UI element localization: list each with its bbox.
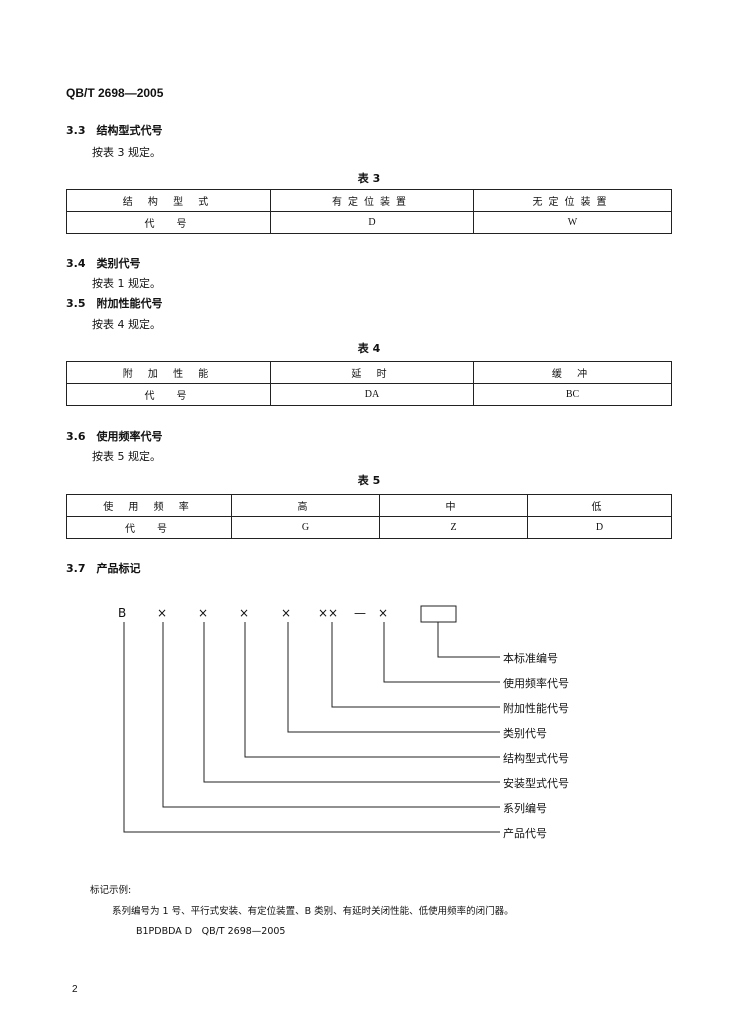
section-3-4-text: 按表 1 规定。 bbox=[92, 277, 161, 290]
mark-label-standard: 本标准编号 bbox=[503, 652, 558, 665]
section-3-4-title: 3.4 类别代号 bbox=[66, 257, 141, 270]
table-5: 使 用 频 率 高 中 低 代 号 G Z D bbox=[66, 494, 672, 539]
example-title: 标记示例: bbox=[90, 885, 132, 896]
table-3: 结 构 型 式 有定位装置 无定位装置 代 号 D W bbox=[66, 189, 672, 234]
mark-symbol-3: × bbox=[239, 606, 250, 620]
section-3-5-title: 3.5 附加性能代号 bbox=[66, 297, 163, 310]
table-5-row-3: D bbox=[527, 516, 672, 539]
table-5-row-0: 代 号 bbox=[66, 516, 232, 539]
page-number: 2 bbox=[72, 984, 78, 995]
mark-symbol-2: × bbox=[198, 606, 209, 620]
table-3-caption: 表 3 bbox=[357, 172, 381, 185]
mark-dash: — bbox=[354, 606, 366, 620]
table-4: 附 加 性 能 延 时 缓 冲 代 号 DA BC bbox=[66, 361, 672, 406]
section-3-3-text: 按表 3 规定。 bbox=[92, 146, 161, 159]
table-4-row-2: BC bbox=[473, 383, 672, 406]
standard-number: QB/T 2698—2005 bbox=[66, 86, 164, 100]
mark-label-frequency: 使用频率代号 bbox=[503, 677, 569, 690]
table-4-caption: 表 4 bbox=[357, 342, 381, 355]
section-3-7-title: 3.7 产品标记 bbox=[66, 562, 141, 575]
table-3-row-2: W bbox=[473, 211, 672, 234]
mark-symbol-6: × bbox=[378, 606, 389, 620]
example-code: B1PDBDA D QB/T 2698—2005 bbox=[136, 926, 286, 937]
table-3-row-1: D bbox=[270, 211, 474, 234]
mark-symbol-5: ×× bbox=[318, 606, 339, 620]
example-text: 系列编号为 1 号、平行式安装、有定位装置、B 类别、有延时关闭性能、低使用频率… bbox=[112, 906, 514, 917]
section-3-3-title: 3.3 结构型式代号 bbox=[66, 124, 163, 137]
section-3-6-text: 按表 5 规定。 bbox=[92, 450, 161, 463]
table-3-row-0: 代 号 bbox=[66, 211, 271, 234]
mark-symbol-4: × bbox=[281, 606, 292, 620]
section-3-6-title: 3.6 使用频率代号 bbox=[66, 430, 163, 443]
mark-symbol-b: B bbox=[118, 606, 127, 620]
table-4-row-1: DA bbox=[270, 383, 474, 406]
mark-label-structure: 结构型式代号 bbox=[503, 752, 569, 765]
mark-label-category: 类别代号 bbox=[503, 727, 547, 740]
mark-label-product: 产品代号 bbox=[503, 827, 547, 840]
mark-symbol-1: × bbox=[157, 606, 168, 620]
mark-label-additional: 附加性能代号 bbox=[503, 702, 569, 715]
table-5-row-2: Z bbox=[379, 516, 528, 539]
table-5-caption: 表 5 bbox=[357, 474, 381, 487]
mark-label-series: 系列编号 bbox=[503, 802, 547, 815]
mark-label-install: 安装型式代号 bbox=[503, 777, 569, 790]
section-3-5-text: 按表 4 规定。 bbox=[92, 318, 161, 331]
standard-number-box bbox=[420, 605, 457, 623]
